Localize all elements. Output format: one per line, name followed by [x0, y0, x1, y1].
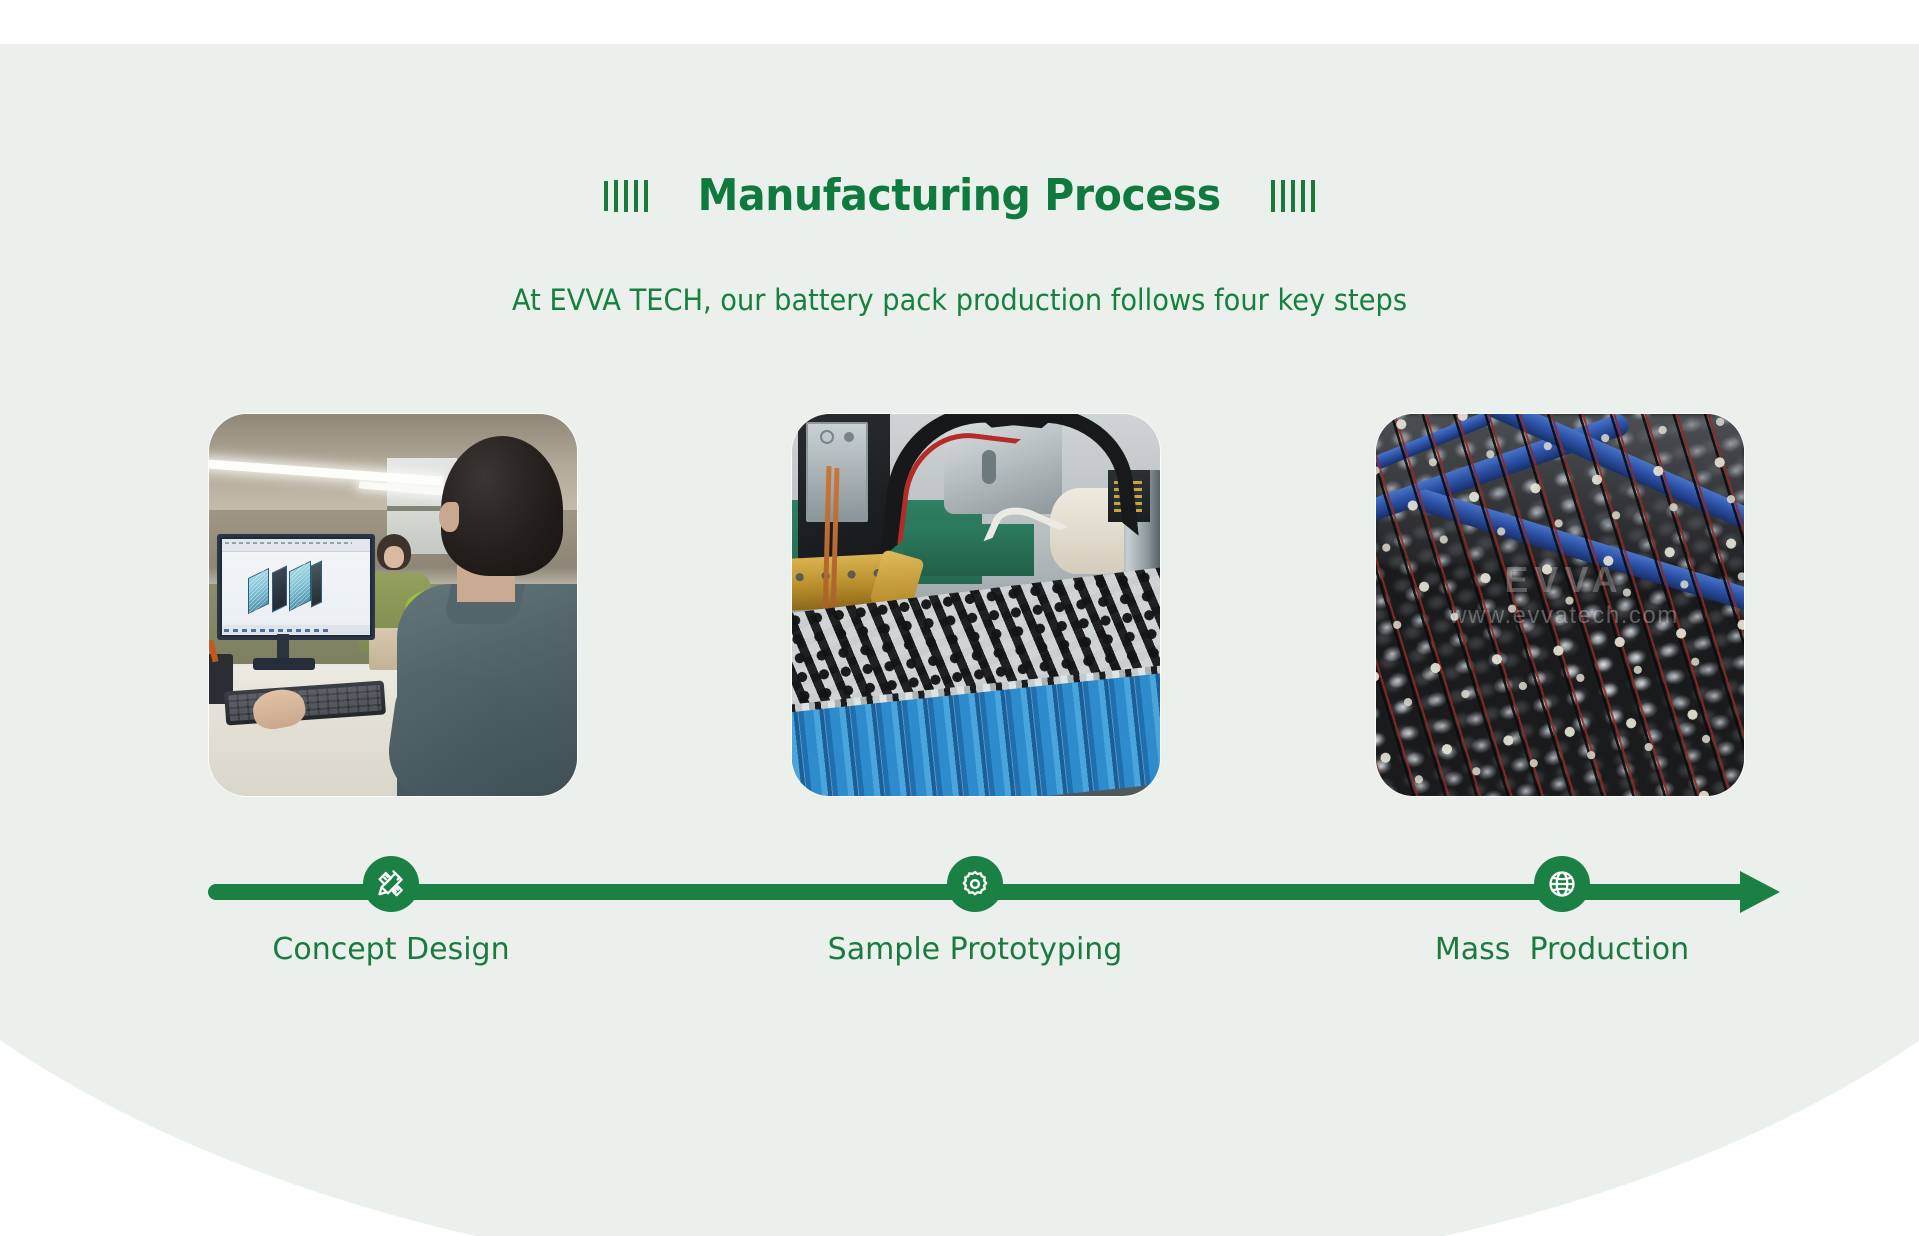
- header: Manufacturing Process At EVVA TECH, our …: [0, 170, 1919, 317]
- pencil-ruler-icon: [376, 869, 406, 899]
- timeline-node-mass-production[interactable]: [1534, 856, 1590, 912]
- step-image-concept-design: [209, 414, 577, 796]
- monitor: [217, 534, 375, 640]
- timeline-label-concept-design: Concept Design: [272, 932, 510, 967]
- timeline-label-sample-prototyping: Sample Prototyping: [827, 932, 1123, 967]
- tick-marks-right-icon: [1270, 179, 1315, 213]
- timeline-arrowhead-icon: [1740, 871, 1780, 913]
- step-image-sample-prototyping: [792, 414, 1160, 796]
- cad-model: [246, 557, 324, 618]
- gear-icon: [960, 869, 990, 899]
- engineer: [382, 436, 577, 796]
- tick-marks-left-icon: [604, 179, 649, 213]
- page-subtitle: At EVVA TECH, our battery pack productio…: [511, 283, 1408, 317]
- timeline-node-concept-design[interactable]: [363, 856, 419, 912]
- concept-design-scene: [209, 414, 577, 796]
- process-timeline: [0, 856, 1919, 936]
- title-row: Manufacturing Process: [0, 170, 1919, 221]
- globe-icon: [1547, 869, 1577, 899]
- timeline-node-sample-prototyping[interactable]: [947, 856, 1003, 912]
- timeline-label-mass-production: Mass Production: [1434, 932, 1690, 967]
- timeline-labels: Concept Design Sample Prototyping Mass P…: [0, 932, 1919, 982]
- page-title: Manufacturing Process: [697, 170, 1222, 221]
- step-image-row: EVVA www.evvatech.com: [0, 414, 1919, 804]
- mass-production-scene: EVVA www.evvatech.com: [1376, 414, 1744, 796]
- prototyping-scene: [792, 414, 1160, 796]
- step-image-mass-production: EVVA www.evvatech.com: [1376, 414, 1744, 796]
